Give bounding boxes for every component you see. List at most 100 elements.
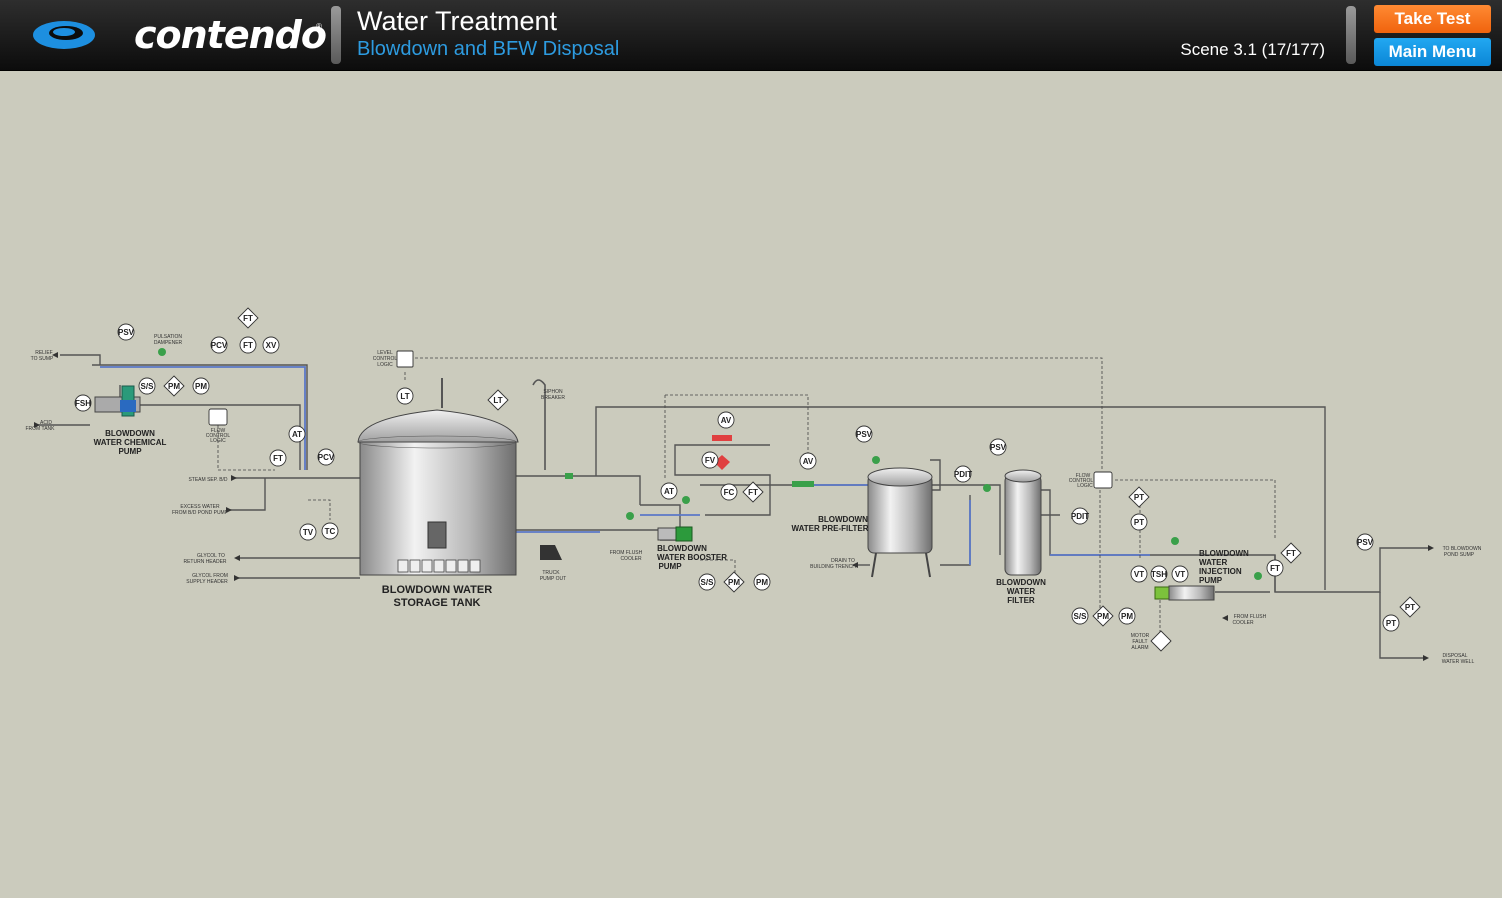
tag-pdit: PDIT: [1071, 512, 1089, 521]
note-excess-1: EXCESS WATER: [180, 504, 220, 510]
note-flush-1: FROM FLUSH: [610, 550, 643, 556]
scene-indicator: Scene 3.1 (17/177): [1180, 40, 1325, 59]
tag-psv: PSV: [118, 328, 135, 337]
note-flush2-2: COOLER: [1232, 620, 1254, 626]
tag-vt: VT: [1134, 570, 1144, 579]
label-injection-3: INJECTION: [1199, 567, 1242, 576]
note-truck-2: PUMP OUT: [540, 576, 566, 582]
blowdown-water-booster-pump: [657, 526, 693, 542]
label-booster-pump-3: PUMP: [658, 562, 682, 571]
note-lcl-1: LEVEL: [377, 350, 393, 356]
note-acid-1: ACID: [40, 420, 52, 426]
note-drain-2: BUILDING TRENCH: [810, 564, 856, 570]
tag-pm: PM: [756, 578, 768, 587]
label-chem-pump-1: BLOWDOWN: [105, 429, 155, 438]
note-pond-1: TO BLOWDOWN: [1443, 546, 1482, 552]
note-well-1: DISPOSAL: [1442, 653, 1467, 659]
tag-xv: XV: [266, 341, 277, 350]
flow-arrows: [34, 352, 1434, 661]
tag-pm: PM: [195, 382, 207, 391]
note-well-2: WATER WELL: [1442, 659, 1475, 665]
note-motor-2: FAULT: [1132, 639, 1147, 645]
note-glycol-ret-2: RETURN HEADER: [183, 559, 226, 565]
label-chem-pump-2: WATER CHEMICAL: [94, 438, 167, 447]
note-steam-sep: STEAM SEP. B/D: [188, 477, 227, 483]
tag-fsh: FSH: [75, 399, 91, 408]
tag-at: AT: [292, 430, 302, 439]
signal-lines: [217, 357, 1276, 635]
injection-pump-label: BLOWDOWN WATER INJECTION PUMP: [1199, 549, 1249, 585]
blowdown-water-pre-filter: [867, 467, 933, 578]
note-fcl2-1: FLOW: [1076, 473, 1091, 479]
tag-lt: LT: [400, 392, 409, 401]
tag-pcv: PCV: [211, 341, 228, 350]
label-prefilter-2: WATER PRE-FILTER: [791, 524, 868, 533]
tag-at: AT: [664, 487, 674, 496]
note-fcl-3: LOGIC: [210, 438, 226, 444]
tag-fc: FC: [724, 488, 735, 497]
tag-psv: PSV: [990, 443, 1007, 452]
note-fcl-2: CONTROL: [206, 433, 231, 439]
label-filter-1: BLOWDOWN: [996, 578, 1046, 587]
blowdown-water-filter: [1004, 469, 1042, 576]
note-siphon-2: BREAKER: [541, 395, 565, 401]
tag-ft: FT: [1286, 549, 1296, 558]
note-lcl-3: LOGIC: [377, 362, 393, 368]
note-motor-1: MOTOR: [1131, 633, 1150, 639]
contendo-logo: contendo ®: [30, 12, 327, 56]
tag-lt: LT: [493, 396, 502, 405]
main-menu-button[interactable]: Main Menu: [1374, 38, 1491, 66]
diagram-notes: RELIEF TO SUMP ACID FROM TANK PULSATION …: [26, 334, 1482, 665]
tag-pt: PT: [1386, 619, 1396, 628]
take-test-button[interactable]: Take Test: [1374, 5, 1491, 33]
process-piping: [35, 354, 1430, 659]
blowdown-water-chemical-pump: [94, 385, 141, 417]
label-storage-tank-2: STORAGE TANK: [394, 597, 481, 609]
course-title: Water Treatment: [357, 6, 558, 36]
note-relief-1: RELIEF: [35, 350, 53, 356]
tag-pcv: PCV: [318, 453, 335, 462]
tag-ft: FT: [243, 341, 253, 350]
tag-pm: PM: [728, 578, 740, 587]
label-storage-tank-1: BLOWDOWN WATER: [382, 584, 492, 596]
top-bar: contendo ® Water Treatment Blowdown and …: [0, 0, 1502, 71]
tag-ft: FT: [273, 454, 283, 463]
tag-tsh: TSH: [1151, 570, 1167, 579]
label-filter-2: WATER: [1007, 587, 1036, 596]
tag-pt: PT: [1134, 493, 1144, 502]
note-fcl2-3: LOGIC: [1077, 483, 1093, 489]
tag-pdit: PDIT: [954, 470, 972, 479]
label-injection-2: WATER: [1199, 558, 1228, 567]
note-relief-2: TO SUMP: [31, 356, 54, 362]
label-chem-pump-3: PUMP: [118, 447, 142, 456]
label-injection-1: BLOWDOWN: [1199, 549, 1249, 558]
tag-av: AV: [721, 416, 732, 425]
note-pulsation-1: PULSATION: [154, 334, 182, 340]
tag-pm: PM: [168, 382, 180, 391]
note-glycol-sup-2: SUPPLY HEADER: [186, 579, 228, 585]
label-filter-3: FILTER: [1007, 596, 1035, 605]
note-truck-1: TRUCK: [542, 570, 560, 576]
contendo-logo-icon: [33, 21, 95, 49]
tag-fv: FV: [705, 456, 716, 465]
logo-wordmark: contendo: [134, 13, 327, 57]
registered-mark: ®: [316, 22, 322, 31]
note-flush2-1: FROM FLUSH: [1234, 614, 1267, 620]
course-subtitle: Blowdown and BFW Disposal: [357, 38, 620, 60]
tag-av: AV: [803, 457, 814, 466]
label-booster-pump-2: WATER BOOSTER: [657, 553, 727, 562]
blowdown-water-storage-tank: [357, 378, 562, 576]
tag-psv: PSV: [1357, 538, 1374, 547]
label-booster-pump-1: BLOWDOWN: [657, 544, 707, 553]
tag-ss: S/S: [1074, 612, 1088, 621]
blowdown-water-injection-pump: [1154, 585, 1215, 601]
tag-pt: PT: [1405, 603, 1415, 612]
note-pulsation-2: DAMPENER: [154, 340, 183, 346]
tag-ft: FT: [243, 314, 253, 323]
note-glycol-sup-1: GLYCOL FROM: [192, 573, 228, 579]
tag-ss: S/S: [701, 578, 715, 587]
label-injection-4: PUMP: [1199, 576, 1223, 585]
tag-tc: TC: [325, 527, 336, 536]
tag-psv: PSV: [856, 430, 873, 439]
